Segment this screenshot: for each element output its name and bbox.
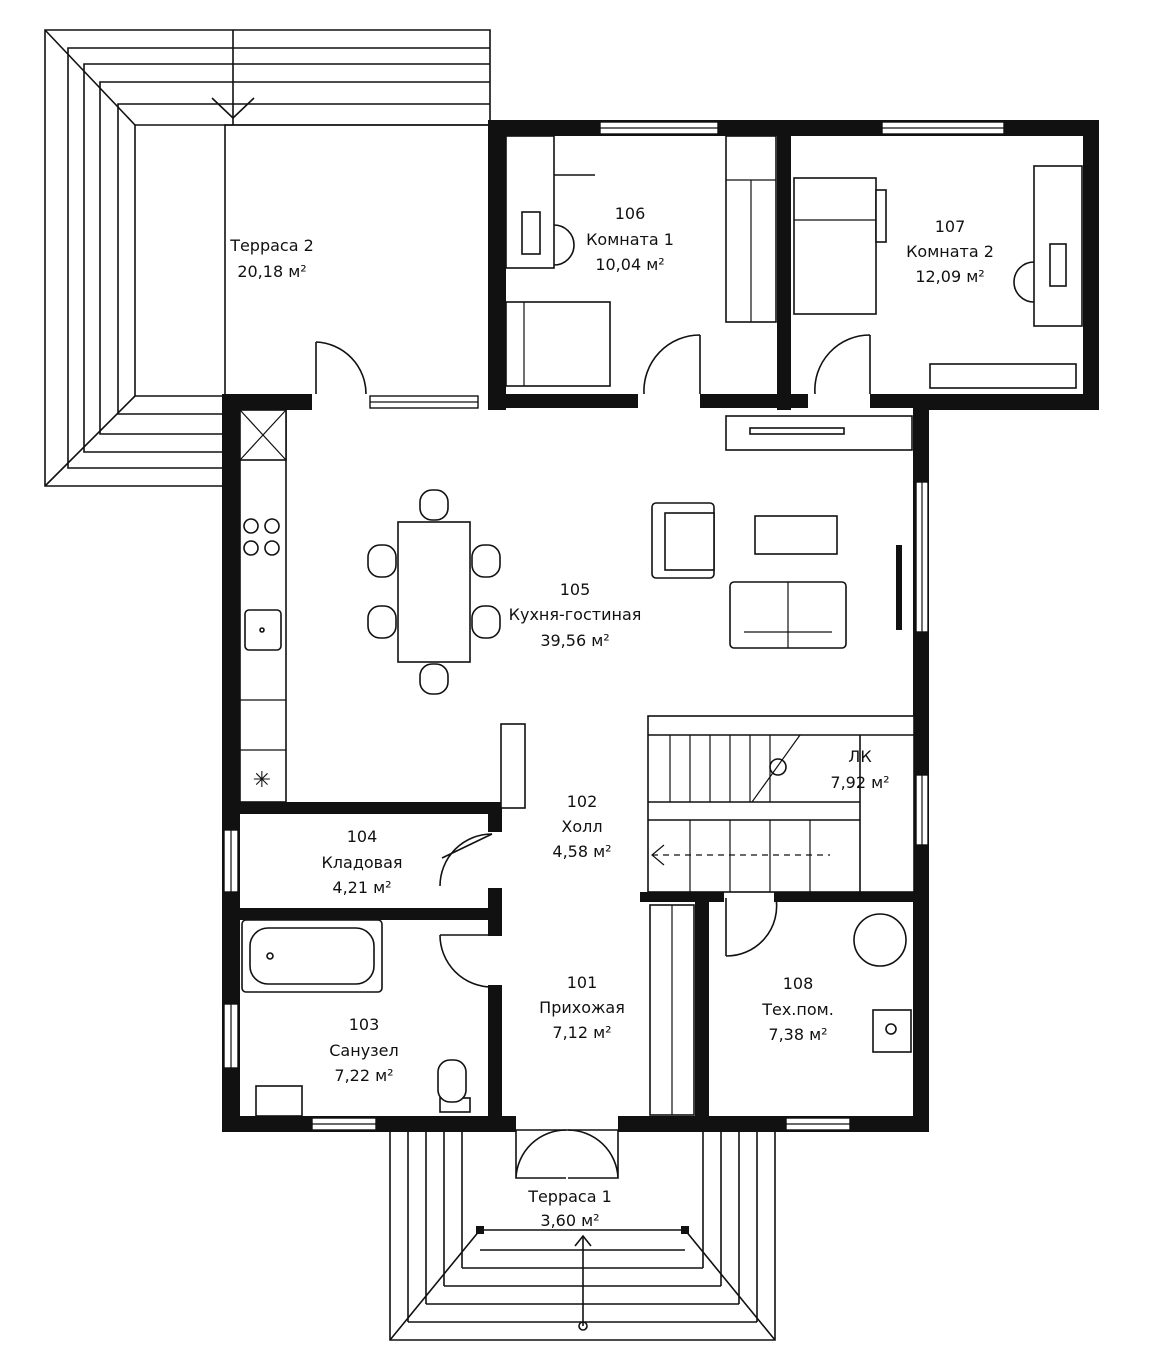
room-number: 107 [935, 217, 966, 236]
room-label-102: 102 Холл 4,58 м² [552, 792, 611, 861]
room-name: ЛК [848, 747, 872, 766]
room-label-terrace-1: Терраса 1 3,60 м² [527, 1187, 612, 1230]
stairs [647, 715, 915, 893]
room-107-furniture [793, 165, 1083, 389]
room-name: Тех.пом. [761, 1000, 834, 1019]
room-number: 103 [349, 1015, 380, 1034]
room-label-101: 101 Прихожая 7,12 м² [539, 973, 625, 1042]
room-label-106: 106 Комната 1 10,04 м² [586, 204, 674, 274]
svg-text:✳: ✳ [253, 768, 271, 793]
kitchen-counter: ✳ [239, 409, 287, 803]
room-number: 104 [347, 827, 378, 846]
room-area: 4,58 м² [552, 842, 611, 861]
room-label-108: 108 Тех.пом. 7,38 м² [761, 974, 834, 1044]
room-name: Прихожая [539, 998, 625, 1017]
windows [223, 121, 1005, 1131]
room-name: Кладовая [321, 853, 402, 872]
bathroom-fixtures [241, 919, 471, 1117]
room-area: 7,22 м² [334, 1066, 393, 1085]
room-area: 39,56 м² [540, 631, 609, 650]
room-label-105: 105 Кухня-гостиная 39,56 м² [509, 580, 642, 650]
room-area: 7,38 м² [768, 1025, 827, 1044]
room-label-107: 107 Комната 2 12,09 м² [906, 217, 994, 286]
room-label-104: 104 Кладовая 4,21 м² [321, 827, 402, 897]
room-area: 20,18 м² [237, 262, 306, 281]
room-name: Терраса 1 [527, 1187, 612, 1206]
room-area: 10,04 м² [595, 255, 664, 274]
room-area: 12,09 м² [915, 267, 984, 286]
dining-table [367, 489, 501, 695]
room-label-103: 103 Санузел 7,22 м² [329, 1015, 398, 1085]
room-area: 7,12 м² [552, 1023, 611, 1042]
room-name: Терраса 2 [229, 236, 314, 255]
room-number: 106 [615, 204, 646, 223]
room-label-stairs: ЛК 7,92 м² [830, 747, 889, 792]
room-name: Комната 2 [906, 242, 994, 261]
room-number: 102 [567, 792, 598, 811]
room-number: 108 [783, 974, 814, 993]
terrace-1-steps [389, 1129, 776, 1341]
room-name: Санузел [329, 1041, 398, 1060]
terrace-2-steps [44, 29, 491, 487]
room-name: Холл [561, 817, 602, 836]
room-area: 3,60 м² [540, 1211, 599, 1230]
living-furniture [651, 415, 913, 649]
doors [315, 334, 871, 1179]
room-name: Кухня-гостиная [509, 605, 642, 624]
room-number: 101 [567, 973, 598, 992]
room-area: 7,92 м² [830, 773, 889, 792]
room-106-furniture [505, 135, 777, 387]
tech-room-fixtures [853, 913, 912, 1053]
cabinet-corridor [500, 723, 695, 1116]
room-area: 4,21 м² [332, 878, 391, 897]
room-name: Комната 1 [586, 230, 674, 249]
room-number: 105 [560, 580, 591, 599]
room-label-terrace-2: Терраса 2 20,18 м² [229, 236, 314, 281]
